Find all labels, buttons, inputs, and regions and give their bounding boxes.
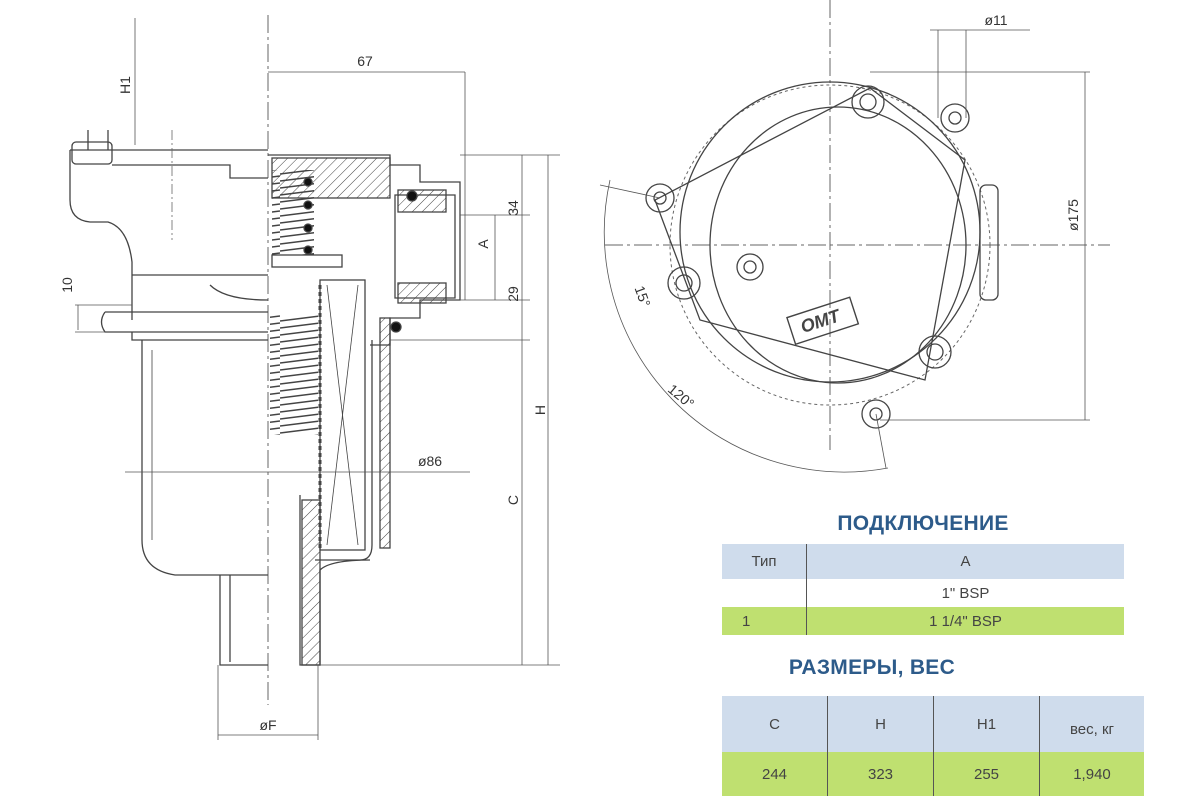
dim-11: ø11 bbox=[984, 12, 1007, 28]
connection-title: ПОДКЛЮЧЕНИЕ bbox=[837, 512, 1009, 535]
dim-175: ø175 bbox=[1065, 199, 1081, 231]
sizes-header-c: C bbox=[722, 696, 828, 752]
sizes-header-h: H bbox=[827, 696, 934, 752]
table-row: 1" BSP bbox=[722, 579, 1124, 607]
dim-86: ø86 bbox=[418, 453, 442, 469]
dim-34: 34 bbox=[505, 200, 521, 216]
connection-table: Тип A 1" BSP 1 1 1/4" BSP bbox=[722, 544, 1124, 635]
top-view bbox=[599, 0, 1110, 473]
table-row: 244 323 255 1,940 bbox=[722, 752, 1144, 796]
dim-67: 67 bbox=[357, 53, 373, 69]
connection-header-row: Тип A bbox=[722, 544, 1124, 579]
sizes-header-weight: вес, кг bbox=[1039, 696, 1144, 752]
dim-29: 29 bbox=[505, 286, 521, 302]
sizes-table: C H H1 вес, кг 244 323 255 1,940 bbox=[722, 696, 1144, 796]
sizes-cell-h1: 255 bbox=[933, 752, 1040, 796]
angle-15: 15° bbox=[632, 284, 654, 309]
sizes-title: РАЗМЕРЫ, ВЕС bbox=[788, 656, 956, 679]
dim-c: C bbox=[505, 495, 521, 505]
connection-header-type: Тип bbox=[722, 544, 807, 579]
connection-cell: 1 1/4" BSP bbox=[806, 607, 1124, 635]
connection-cell: 1 bbox=[722, 607, 807, 635]
dim-h: H bbox=[532, 405, 548, 415]
sizes-header-h1: H1 bbox=[933, 696, 1040, 752]
connection-header-a: A bbox=[806, 544, 1124, 579]
sizes-header-row: C H H1 вес, кг bbox=[722, 696, 1144, 752]
dim-10: 10 bbox=[59, 277, 75, 293]
angle-120: 120° bbox=[665, 381, 697, 412]
side-section-view bbox=[69, 15, 560, 740]
sizes-cell-c: 244 bbox=[722, 752, 828, 796]
table-row: 1 1 1/4" BSP bbox=[722, 607, 1124, 635]
sizes-cell-weight: 1,940 bbox=[1039, 752, 1144, 796]
dim-a: A bbox=[475, 239, 491, 249]
sizes-cell-h: 323 bbox=[827, 752, 934, 796]
connection-cell bbox=[722, 579, 807, 607]
brand-logo: OMT bbox=[798, 305, 844, 337]
dim-f: øF bbox=[259, 717, 276, 733]
connection-cell: 1" BSP bbox=[806, 579, 1124, 607]
dim-h1: H1 bbox=[117, 76, 133, 94]
